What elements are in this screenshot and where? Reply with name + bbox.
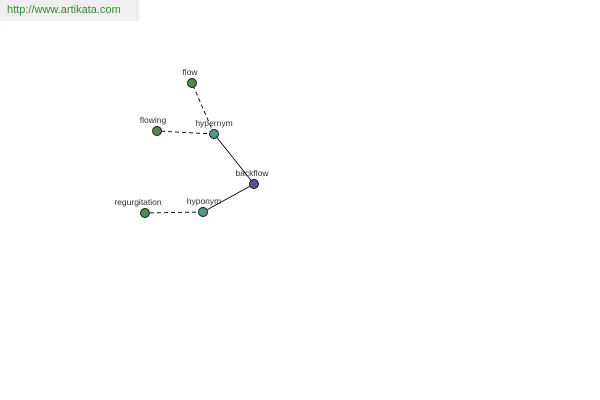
node-circle-regurgitation[interactable]: [140, 208, 150, 218]
node-circle-flow[interactable]: [187, 78, 197, 88]
url-banner[interactable]: http://www.artikata.com: [0, 0, 139, 21]
node-circle-flowing[interactable]: [152, 126, 162, 136]
node-label-hyponym: hyponym: [187, 196, 222, 206]
node-flow[interactable]: flow: [182, 67, 198, 88]
edge-hyponym-regurgitation: [144, 211, 204, 214]
node-label-flowing: flowing: [140, 115, 167, 125]
node-label-flow: flow: [182, 67, 198, 77]
node-label-regurgitation: regurgitation: [114, 197, 162, 207]
node-circle-backflow[interactable]: [249, 179, 259, 189]
node-label-backflow: backflow: [235, 168, 269, 178]
node-hypernym[interactable]: hypernym: [195, 118, 233, 139]
node-backflow[interactable]: backflow: [235, 168, 269, 189]
edge-hypernym-flow: [191, 82, 215, 135]
edge-hypernym-flowing: [156, 130, 215, 135]
node-circle-hyponym[interactable]: [198, 207, 208, 217]
nodes-layer: backflow hypernym hyponym flow flowing regurg…: [114, 67, 269, 218]
edge-backflow-hypernym: [213, 133, 255, 185]
node-hyponym[interactable]: hyponym: [187, 196, 222, 217]
node-flowing[interactable]: flowing: [140, 115, 167, 136]
edge-backflow-hyponym: [202, 183, 255, 213]
node-label-hypernym: hypernym: [195, 118, 232, 128]
edges-layer: [144, 82, 255, 214]
node-regurgitation[interactable]: regurgitation: [114, 197, 162, 218]
node-circle-hypernym[interactable]: [209, 129, 219, 139]
url-link[interactable]: http://www.artikata.com: [7, 4, 121, 16]
